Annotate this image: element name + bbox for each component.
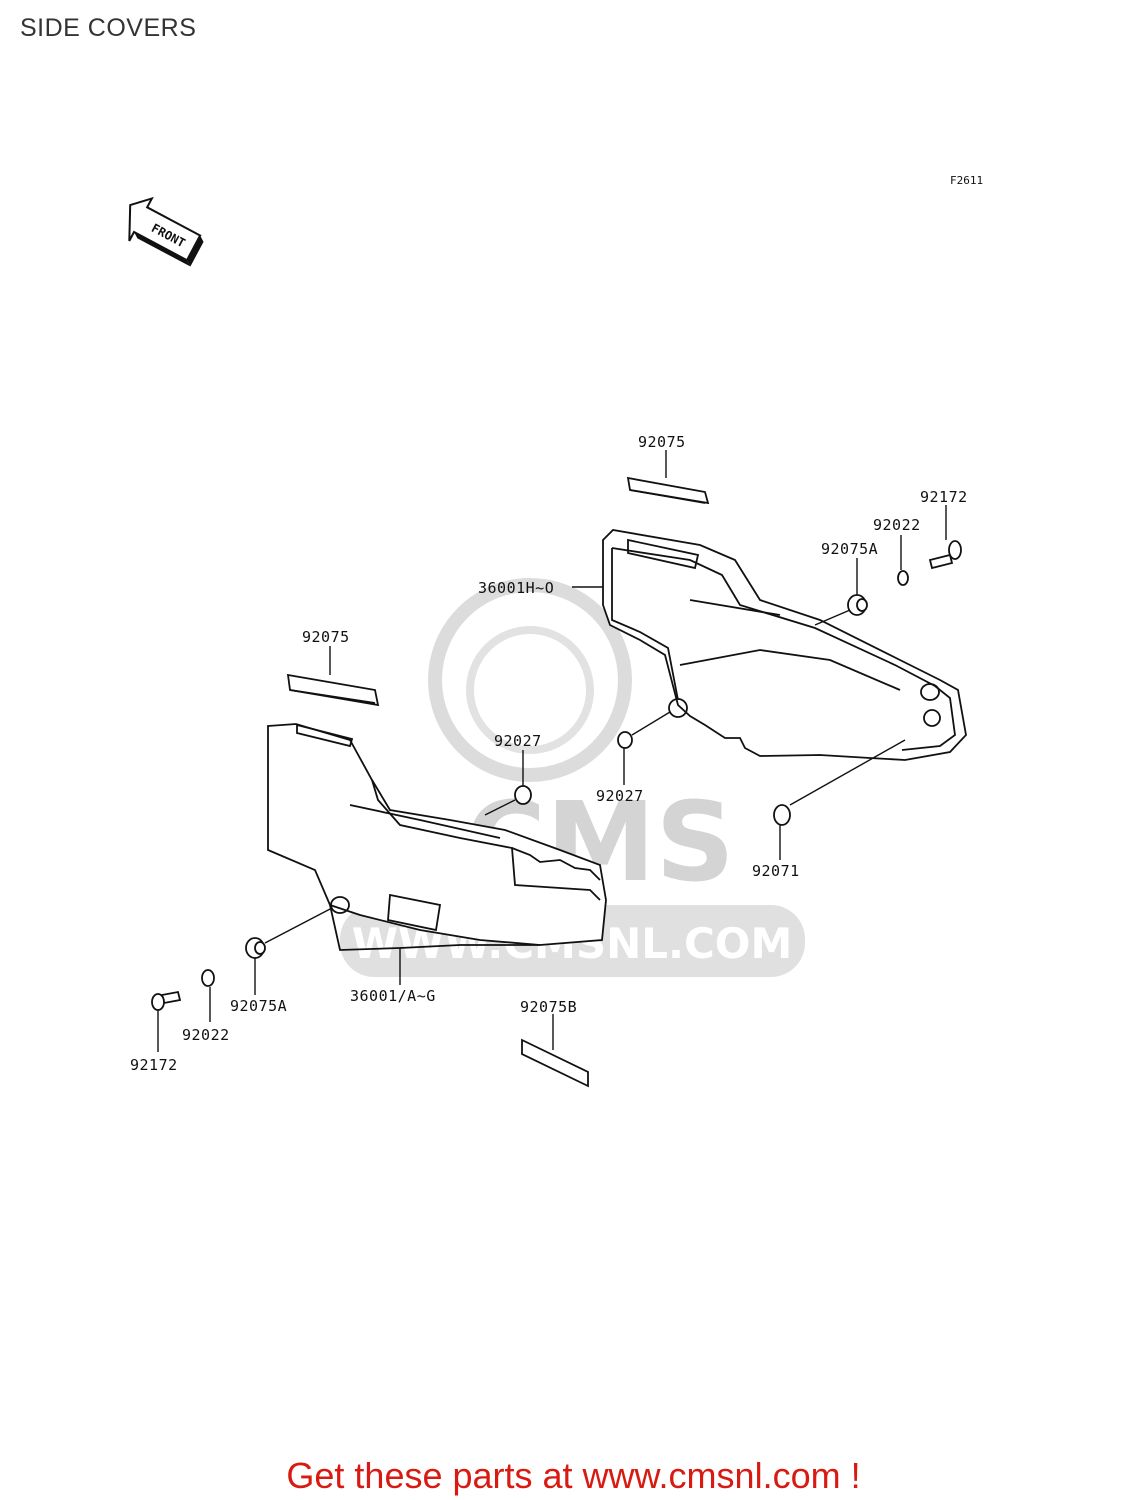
grommet-lower-right-icon <box>773 804 791 826</box>
screw-right-icon <box>928 540 962 570</box>
collar-right-icon <box>617 731 633 749</box>
label-92027-right: 92027 <box>596 787 644 805</box>
label-92027-left: 92027 <box>494 732 542 750</box>
page-title: SIDE COVERS <box>20 14 197 42</box>
label-92075-top: 92075 <box>638 433 686 451</box>
screw-left-icon <box>151 990 182 1011</box>
part-labels: 92075 92172 92022 92075A 36001H~O 92075 … <box>130 433 968 1074</box>
left-side-cover <box>267 723 607 951</box>
label-92022-right: 92022 <box>873 516 921 534</box>
pad-92075b-icon <box>521 1038 589 1088</box>
label-92075A-left: 92075A <box>230 997 287 1015</box>
label-92172-left: 92172 <box>130 1056 178 1074</box>
figure-id: F2611 <box>950 174 983 187</box>
grommet-left-icon <box>245 937 266 959</box>
watermark-mascot-face <box>466 626 594 754</box>
label-92071: 92071 <box>752 862 800 880</box>
label-36001H-O: 36001H~O <box>478 579 554 597</box>
grommet-right-icon <box>847 594 868 616</box>
collar-left-icon <box>514 785 532 805</box>
label-92075B: 92075B <box>520 998 577 1016</box>
watermark-mascot-head <box>428 578 632 782</box>
footer-cta[interactable]: Get these parts at www.cmsnl.com ! <box>286 1455 861 1496</box>
label-36001-A-G: 36001/A~G <box>350 987 436 1005</box>
front-arrow-icon: FRONT <box>128 196 204 267</box>
grommet-strip-left <box>286 673 380 707</box>
label-92172-right: 92172 <box>920 488 968 506</box>
grommet-strip-top <box>626 476 710 505</box>
label-92022-left: 92022 <box>182 1026 230 1044</box>
right-side-cover <box>602 529 967 761</box>
label-92075A-right: 92075A <box>821 540 878 558</box>
washer-right-icon <box>897 570 909 586</box>
leader-lines <box>157 450 947 1052</box>
label-92075-left: 92075 <box>302 628 350 646</box>
washer-left-icon <box>201 969 215 987</box>
